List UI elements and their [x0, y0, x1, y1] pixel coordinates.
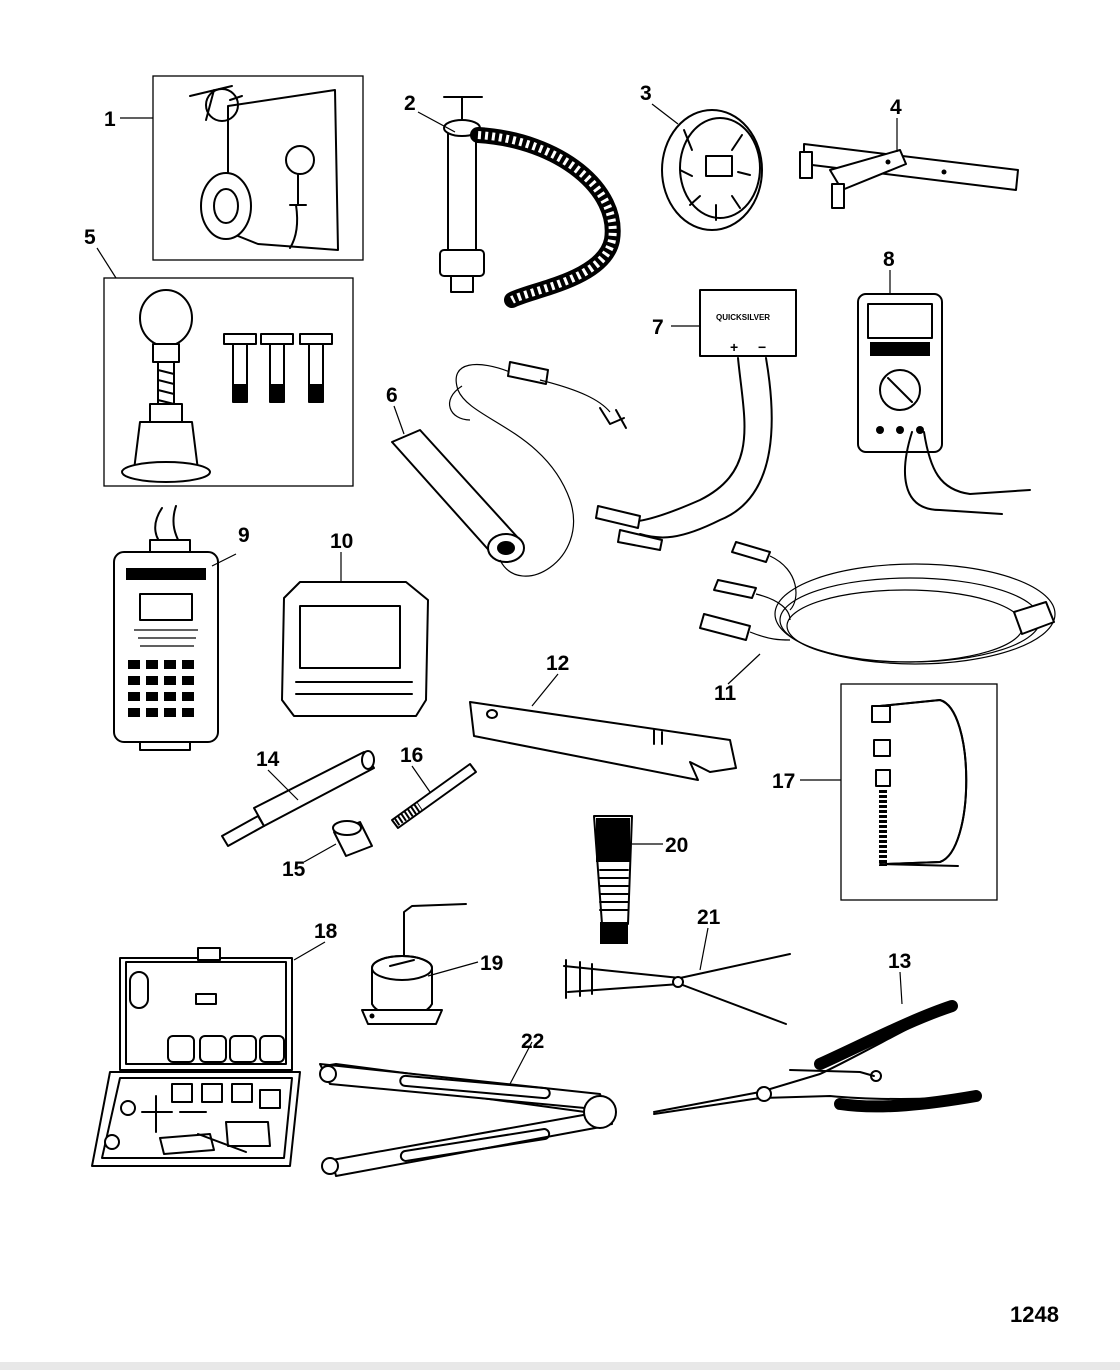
tool-5-nut — [149, 403, 183, 423]
tool-2-hose — [470, 127, 621, 308]
tool-7-lead-positive — [597, 357, 746, 523]
tool-21-lower-arm — [567, 983, 787, 1025]
tool-16-threaded-rod — [391, 763, 477, 829]
tool-4-group — [799, 143, 1019, 209]
tool-5-group — [103, 277, 354, 487]
tool-18-case-lid — [119, 957, 293, 1071]
tool-17-frame — [840, 683, 998, 901]
tool-2-barrel — [447, 125, 477, 257]
callout-6: 6 — [386, 384, 398, 407]
callout-19: 19 — [480, 952, 503, 975]
tool-2-valve — [439, 249, 485, 277]
tool-14-group — [221, 750, 375, 847]
tool-13-lower-grip — [834, 1090, 982, 1113]
tool-10-group — [281, 581, 429, 717]
callout-13: 13 — [888, 950, 911, 973]
tool-19-handle — [403, 903, 467, 969]
tool-13-pivot — [756, 1086, 772, 1102]
callout-4: 4 — [890, 96, 902, 119]
tool-11-connector — [1013, 601, 1055, 635]
tool-17-clamp-body — [879, 699, 968, 865]
tool-21-upper-arm — [563, 953, 791, 979]
callout-12: 12 — [546, 652, 569, 675]
tool-7-box — [699, 289, 797, 357]
tool-12-bar — [469, 701, 737, 781]
tool-13-group — [653, 1000, 982, 1115]
callout-14: 14 — [256, 748, 280, 771]
tool-6-clip — [507, 361, 549, 385]
tool-2-group — [439, 96, 621, 308]
callout-20: 20 — [665, 834, 688, 857]
callout-22: 22 — [521, 1030, 544, 1053]
callout-5: 5 — [84, 226, 96, 249]
tool-11-group — [699, 541, 1056, 665]
tool-7-group: QUICKSILVER + − — [595, 289, 797, 551]
callout-17: 17 — [772, 770, 795, 793]
tool-1-group — [152, 75, 364, 261]
tool-22-hinge — [583, 1095, 617, 1129]
tool-9-group — [113, 505, 219, 751]
callout-1: 1 — [104, 108, 116, 131]
tool-21-group — [563, 953, 791, 1025]
tool-1-frame — [152, 75, 364, 261]
callout-8: 8 — [883, 248, 895, 271]
tool-5-bolts — [223, 333, 333, 403]
tool-8-test-lead-a — [904, 431, 1003, 515]
figure-number: 1248 — [1010, 1302, 1059, 1327]
callout-3: 3 — [640, 82, 652, 105]
tool-1-dial — [205, 88, 239, 122]
tool-9-screen — [139, 593, 193, 621]
tool-5-frame — [103, 277, 354, 487]
tool-8-test-lead-b — [923, 431, 1031, 495]
leader-lines — [96, 103, 903, 1085]
tool-21-pivot — [672, 976, 684, 988]
callout-2: 2 — [404, 92, 416, 115]
callout-labels: 1 2 3 4 5 6 7 8 9 10 11 12 13 14 15 16 1… — [84, 82, 911, 1053]
tool-16-group — [391, 763, 477, 829]
bottom-rule — [0, 1362, 1120, 1370]
tool-1-socket — [200, 172, 252, 240]
tool-9-keypad — [128, 660, 194, 717]
tool-7-plus-label: + — [730, 339, 738, 355]
tool-22-group — [319, 1063, 617, 1177]
tool-7-brand-label: QUICKSILVER — [716, 313, 770, 322]
tool-5-lift-eye — [139, 289, 193, 347]
tool-20-cap — [600, 922, 628, 944]
callout-10: 10 — [330, 530, 353, 553]
tool-12-group — [469, 701, 737, 781]
tool-8-display — [867, 303, 933, 339]
tool-19-group — [361, 903, 467, 1025]
tool-14-rod — [253, 751, 375, 827]
tool-7-minus-label: − — [758, 339, 766, 355]
tool-7-lead-negative — [639, 357, 773, 539]
callout-9: 9 — [238, 524, 250, 547]
tool-18-lid-slots — [167, 1035, 285, 1063]
tool-18-group — [91, 947, 301, 1167]
tool-18-adapters — [104, 1083, 281, 1155]
callout-21: 21 — [697, 906, 721, 929]
tool-13-upper-grip — [814, 1000, 958, 1070]
callout-18: 18 — [314, 920, 338, 943]
tool-8-group — [857, 293, 1031, 515]
callout-16: 16 — [400, 744, 423, 767]
callout-15: 15 — [282, 858, 306, 881]
tool-6-group — [391, 361, 627, 577]
tool-15-group — [332, 820, 373, 857]
tool-20-group — [593, 815, 633, 944]
callout-7: 7 — [652, 316, 664, 339]
tool-17-group — [840, 683, 998, 901]
tool-3-group — [661, 109, 763, 231]
tool-3-square-drive — [705, 155, 733, 177]
callout-11: 11 — [714, 682, 737, 705]
